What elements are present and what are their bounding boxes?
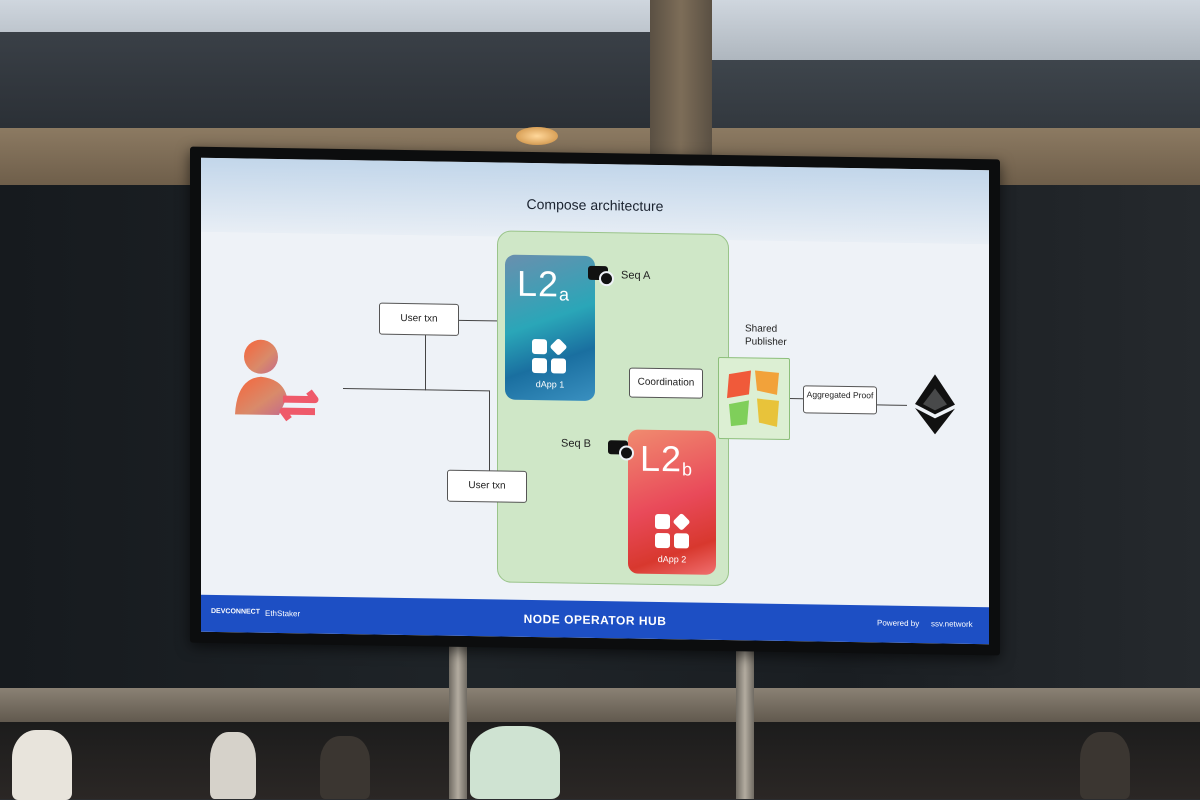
ssv-network-logo: ssv.network <box>931 619 973 629</box>
person <box>12 730 72 800</box>
ceiling-light <box>516 127 558 145</box>
l2b-title: L2b <box>640 437 694 480</box>
shared-publisher-box <box>718 356 790 441</box>
floor-crowd-area <box>0 722 1200 800</box>
seq-a-label: Seq A <box>621 269 651 282</box>
l2a-title: L2a <box>517 262 571 305</box>
user-exchange-icon <box>235 339 319 422</box>
l2a-card: L2a dApp 1 <box>505 254 595 401</box>
powered-by-text: Powered by <box>877 618 920 629</box>
slide-footer: DEVCONNECT EthStaker NODE OPERATOR HUB P… <box>201 594 989 645</box>
tv-stand-pole <box>449 645 467 799</box>
user-txn-box-top: User txn <box>379 302 459 336</box>
roof-left <box>0 32 660 132</box>
person <box>1080 732 1130 799</box>
seq-b-label: Seq B <box>561 437 591 450</box>
l2a-label: dApp 1 <box>535 379 565 390</box>
ethereum-icon <box>915 374 955 435</box>
tv-display: Compose architecture L2a <box>190 146 1000 656</box>
slide-screen: Compose architecture L2a <box>201 157 989 645</box>
aggregated-proof-box: Aggregated Proof <box>803 385 877 415</box>
person <box>320 736 370 799</box>
connector-line <box>343 388 489 392</box>
window-rail <box>0 688 1200 724</box>
publisher-logo-icon <box>727 370 779 427</box>
person <box>210 732 256 799</box>
shared-publisher-label: Shared Publisher <box>745 323 787 349</box>
user-txn-box-bottom: User txn <box>447 469 527 503</box>
apps-grid-icon <box>655 512 691 551</box>
coordination-box: Coordination <box>629 367 703 399</box>
arrow-proof-to-ethereum <box>877 404 907 406</box>
sequencer-b-icon <box>608 440 628 455</box>
person <box>470 726 560 799</box>
node-operator-hub-logo: NODE OPERATOR HUB <box>523 611 667 629</box>
connector-line <box>425 333 426 391</box>
apps-grid-icon <box>532 337 568 376</box>
l2b-label: dApp 2 <box>657 553 687 565</box>
tv-stand-pole <box>736 650 754 799</box>
arrow-publisher-to-proof <box>789 398 803 400</box>
l2b-card: L2b dApp 2 <box>628 429 716 575</box>
sequencer-a-icon <box>588 265 608 281</box>
